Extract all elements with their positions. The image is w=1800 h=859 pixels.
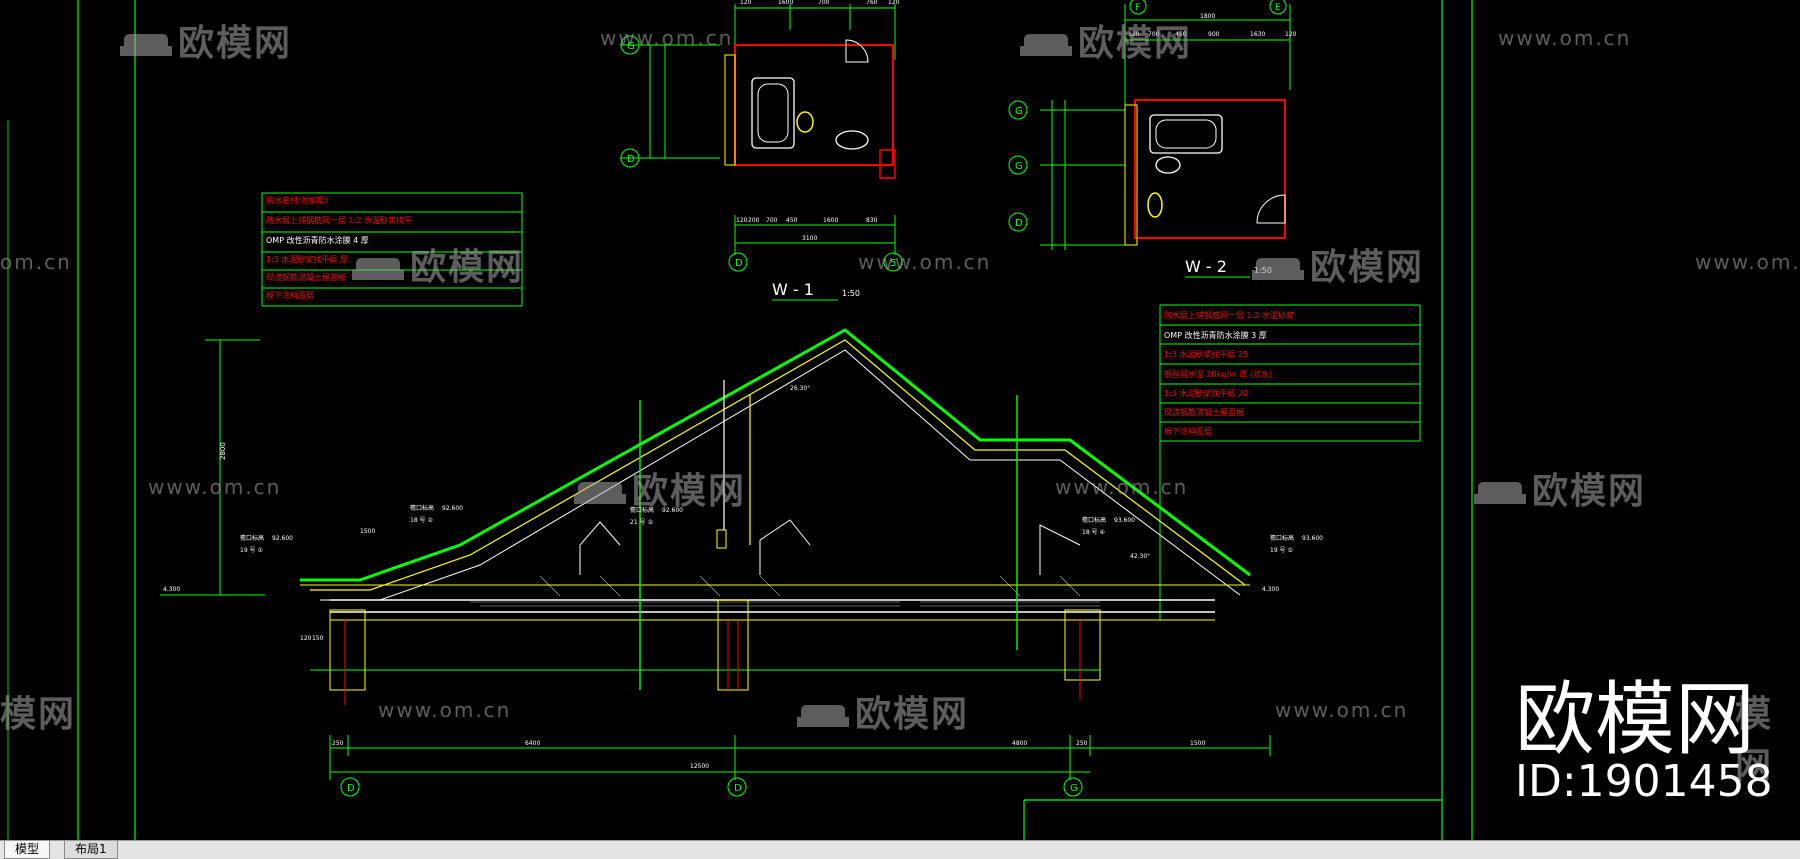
cad-drawing-canvas[interactable]: 防水卷材(附加层) 防水层上铺钢筋网一层 1:2 水泥砂浆找平 OMP 改性沥青… <box>0 0 1800 840</box>
tab-layout1[interactable]: 布局1 <box>64 841 118 859</box>
angle-1: 26.30° <box>790 385 810 392</box>
left-note-line-3: OMP 改性沥青防水涂膜 4 厚 <box>266 235 369 245</box>
elev-value-2: 92.600 <box>442 505 463 512</box>
plan-w1-axis-d: D <box>627 154 635 165</box>
plan-w2-axis-g: G <box>1015 106 1023 117</box>
elev-label-3: 檐口标高 <box>630 506 654 514</box>
plan-w1-dim-bot-1: 120 <box>736 217 748 224</box>
right-note-line-3: 1:3 水泥砂浆找平层 25 <box>1164 349 1248 359</box>
right-note-line-2: OMP 改性沥青防水涂膜 3 厚 <box>1164 330 1267 340</box>
plan-w1-dim-bot-4: 450 <box>786 217 798 224</box>
tab-model[interactable]: 模型 <box>4 841 51 859</box>
right-note-line-7: 板下涂料面层 <box>1164 426 1212 436</box>
right-note-line-4: 钢丝网水泥 20kg/m 厚 (防水) <box>1164 369 1272 379</box>
plan-w1-dim-top-2: 1600 <box>778 0 793 6</box>
left-note-line-2: 防水层上铺钢筋网一层 1:2 水泥砂浆找平 <box>266 215 412 225</box>
elev-value-5: 93.600 <box>1302 535 1323 542</box>
plan-w2-axis-d: D <box>1015 218 1023 229</box>
plan-w1-dim-top-5: 120 <box>888 0 900 6</box>
plan-w2-dim-1: 120 <box>1128 31 1140 38</box>
elev-value-4: 93.600 <box>1114 517 1135 524</box>
elev-ref-2: 18 号 ② <box>410 517 433 524</box>
eave-dim-2: 150 <box>312 635 324 642</box>
elev-ref-4: 18 号 ④ <box>1082 529 1105 536</box>
elev-label-1: 檐口标高 <box>240 534 264 542</box>
dim-bottom-5: 1500 <box>1190 740 1205 747</box>
plan-w1-dim-top-3: 700 <box>818 0 830 6</box>
plan-w1-dim-top-1: 120 <box>740 0 752 6</box>
plan-w2-axis-e: E <box>1275 3 1281 13</box>
section-axis-d: D <box>347 783 355 794</box>
section-axis-d2: D <box>734 783 742 794</box>
plan-w1-axis-d2: D <box>735 258 743 269</box>
plan-w2-dim-5: 1630 <box>1250 31 1265 38</box>
plan-w2-title: W - 2 <box>1185 257 1227 276</box>
left-elev: 4.300 <box>163 586 180 593</box>
overhang-dim: 1500 <box>360 528 375 535</box>
layout-tab-bar: 模型 布局1 <box>0 840 1800 859</box>
big-id-watermark: ID:1901458 <box>1515 756 1773 807</box>
plan-w2-axis-g2: G <box>1015 161 1023 172</box>
dim-bottom-3: 4800 <box>1012 740 1027 747</box>
plan-w1-axis-g: G <box>627 41 635 52</box>
bottom-dimensions: 250 6400 4800 250 1500 12500 D D G <box>329 735 1271 797</box>
plan-w2-axis-f: F <box>1135 3 1140 13</box>
right-spec-note: 防水层上铺钢筋网一层 1:2 水泥砂浆 OMP 改性沥青防水涂膜 3 厚 1:3… <box>1159 304 1421 620</box>
roof-section: 2800 1500 4.300 4.300 26.30° 42.30° 120 … <box>160 328 1323 705</box>
left-note-line-5: 现浇钢筋混凝土屋面板 <box>266 272 346 282</box>
plan-w1-dim-bot-6: 830 <box>866 217 878 224</box>
right-elev: 4.300 <box>1262 586 1279 593</box>
plan-w1: G D D 5 120 1600 700 760 120 120 200 700… <box>620 0 903 301</box>
elev-label-5: 檐口标高 <box>1270 534 1294 542</box>
right-note-line-5: 1:3 水泥砂浆找平层 20 <box>1164 388 1248 398</box>
elev-ref-1: 19 号 ① <box>240 547 263 554</box>
plan-w2-dim-2: 700 <box>1148 31 1160 38</box>
plan-w2-scale: 1:50 <box>1254 266 1272 275</box>
plan-w2-dim-3: 450 <box>1175 31 1187 38</box>
left-note-line-6: 板下涂料面层 <box>266 290 314 300</box>
plan-w2: F E G G D 120 700 450 900 1630 120 1800 … <box>1008 0 1297 278</box>
plan-w1-dim-bot-3: 700 <box>766 217 778 224</box>
left-note-line-4: 1:3 水泥砂浆找平层 厚 <box>266 254 348 264</box>
left-spec-note: 防水卷材(附加层) 防水层上铺钢筋网一层 1:2 水泥砂浆找平 OMP 改性沥青… <box>261 192 523 307</box>
angle-2: 42.30° <box>1130 553 1150 560</box>
elev-ref-3: 21 号 ③ <box>630 519 653 526</box>
section-axis-g: G <box>1070 783 1078 794</box>
plan-w2-dim-total: 1800 <box>1200 13 1215 20</box>
plan-w1-axis-5: 5 <box>890 258 896 269</box>
left-note-line-1: 防水卷材(附加层) <box>266 195 328 205</box>
plan-w1-dim-bot-5: 1600 <box>823 217 838 224</box>
plan-w1-scale: 1:50 <box>842 289 860 298</box>
dim-bottom-2: 6400 <box>525 740 540 747</box>
plan-w1-dim-bot-2: 200 <box>748 217 760 224</box>
dim-bottom-1: 250 <box>332 740 344 747</box>
elev-value-3: 92.600 <box>662 507 683 514</box>
right-note-line-1: 防水层上铺钢筋网一层 1:2 水泥砂浆 <box>1164 310 1294 320</box>
dim-bottom-4: 250 <box>1076 740 1088 747</box>
plan-w1-dim-top-4: 760 <box>866 0 878 6</box>
height-dim: 2800 <box>219 442 227 460</box>
plan-w1-dim-total: 3100 <box>802 235 817 242</box>
right-note-line-6: 现浇钢筋混凝土屋面板 <box>1164 407 1244 417</box>
elev-value-1: 92.600 <box>272 535 293 542</box>
elev-label-4: 檐口标高 <box>1082 516 1106 524</box>
cad-drawing: 防水卷材(附加层) 防水层上铺钢筋网一层 1:2 水泥砂浆找平 OMP 改性沥青… <box>7 0 1473 840</box>
eave-dim-1: 120 <box>300 635 312 642</box>
dim-bottom-total: 12500 <box>690 763 709 770</box>
plan-w1-title: W - 1 <box>772 280 814 299</box>
elev-ref-5: 19 号 ⑤ <box>1270 547 1293 554</box>
elev-label-2: 檐口标高 <box>410 504 434 512</box>
drawing-frame <box>7 0 1473 840</box>
plan-w2-dim-4: 900 <box>1208 31 1220 38</box>
plan-w2-dim-6: 120 <box>1285 31 1297 38</box>
big-brand-watermark: 欧模网 <box>1515 673 1755 766</box>
